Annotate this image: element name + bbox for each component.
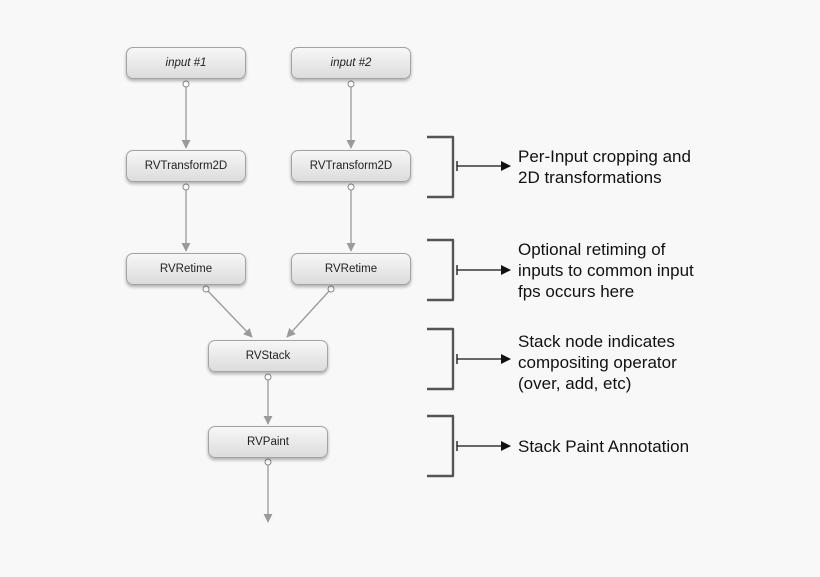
annotation-stack-paint: Stack Paint Annotation xyxy=(518,437,690,456)
port-transform1 xyxy=(182,183,190,191)
node-rvpaint[interactable]: RVPaint xyxy=(208,426,328,458)
port-transform2 xyxy=(347,183,355,191)
bracket-retime xyxy=(427,238,455,302)
node-rvtransform2d-1[interactable]: RVTransform2D xyxy=(126,150,246,182)
node-rvstack[interactable]: RVStack xyxy=(208,340,328,372)
bracket-stack xyxy=(427,327,455,391)
node-input-1[interactable]: input #1 xyxy=(126,47,246,79)
port-input2 xyxy=(347,80,355,88)
annotation-stack-node: Stack node indicates compositing operato… xyxy=(518,332,677,393)
edge-retime2-stack xyxy=(286,288,332,338)
port-paint xyxy=(264,458,272,466)
annotation-optional-retiming: Optional retiming of inputs to common in… xyxy=(518,240,694,301)
node-rvretime-1[interactable]: RVRetime xyxy=(126,253,246,285)
port-retime1 xyxy=(202,285,210,293)
port-retime2 xyxy=(327,285,335,293)
node-rvretime-2[interactable]: RVRetime xyxy=(291,253,411,285)
node-input-2[interactable]: input #2 xyxy=(291,47,411,79)
edge-retime1-stack xyxy=(205,288,253,338)
bracket-crop xyxy=(427,135,455,199)
port-input1 xyxy=(182,80,190,88)
bracket-paint xyxy=(427,414,455,478)
annotation-per-input-cropping: Per-Input cropping and 2D transformation… xyxy=(518,147,691,187)
port-stack xyxy=(264,373,272,381)
node-rvtransform2d-2[interactable]: RVTransform2D xyxy=(291,150,411,182)
